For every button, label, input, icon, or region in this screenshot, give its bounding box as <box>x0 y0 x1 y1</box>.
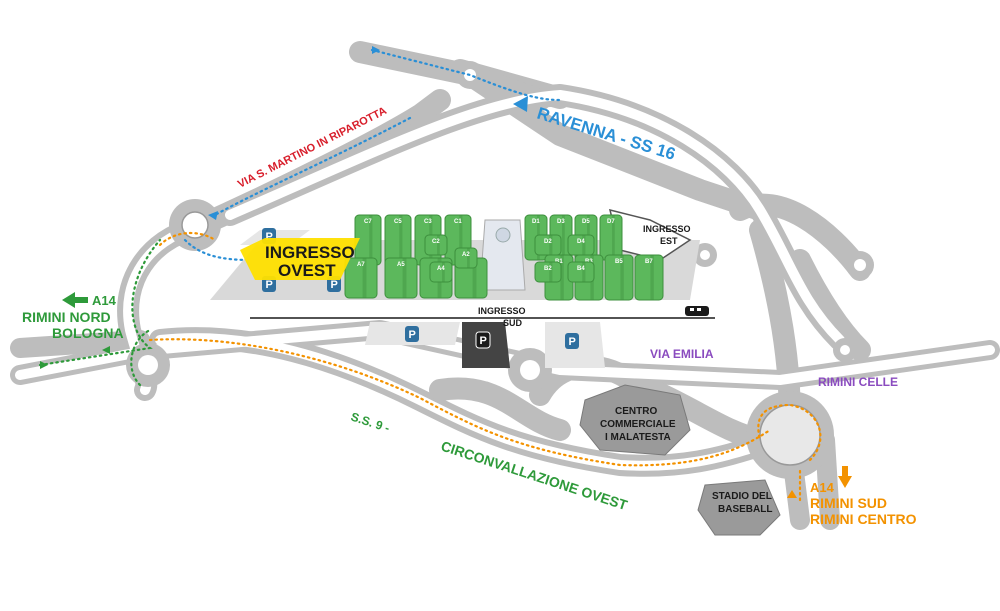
parking-icon: P <box>405 326 419 342</box>
hall-label: B4 <box>577 266 585 272</box>
hall-label: D7 <box>607 219 615 225</box>
hall-b4: B4 <box>567 261 595 283</box>
hall-d2: D2 <box>534 234 562 256</box>
label-centro-1: CENTRO <box>615 406 657 417</box>
hall-b2: B2 <box>534 261 562 283</box>
label-stadio-1: STADIO DEL <box>712 491 772 502</box>
hall-label: D2 <box>544 239 552 245</box>
hall-c7: C7 <box>354 214 382 266</box>
label-a14-nord-2: BOLOGNA <box>52 325 124 341</box>
hall-label: B5 <box>615 259 623 265</box>
parking-icon-dark: P <box>475 331 491 349</box>
hall-b5: B5 <box>604 254 634 301</box>
a14-nord-arrow-icon <box>62 292 75 308</box>
hall-a5: A5 <box>384 257 418 299</box>
label-ingresso-ovest-2: OVEST <box>278 261 336 280</box>
hall-label: D5 <box>582 219 590 225</box>
label-a14-nord-code: A14 <box>92 293 117 308</box>
hall-d4: D4 <box>567 234 595 256</box>
hall-label: A5 <box>397 262 405 268</box>
arrow-blue-icon <box>208 211 218 220</box>
hall-label: A2 <box>462 252 470 258</box>
label-a14-nord-1: RIMINI NORD <box>22 309 111 325</box>
hall-label: D1 <box>532 219 540 225</box>
arrow-orange-icon <box>787 490 797 498</box>
label-ingresso-est-1: INGRESSO <box>643 224 691 234</box>
hall-label: B7 <box>645 259 653 265</box>
arrow-green-icon <box>40 361 48 369</box>
hall-a2: A2 <box>454 247 478 269</box>
svg-text:P: P <box>266 279 273 291</box>
label-centro-3: I MALATESTA <box>605 432 671 443</box>
parking-icon: P <box>565 333 579 349</box>
stadio-baseball <box>697 479 781 536</box>
hall-label: A4 <box>437 266 445 272</box>
label-via-emilia: VIA EMILIA <box>650 347 714 361</box>
label-a14-sud-code: A14 <box>810 480 835 495</box>
svg-text:P: P <box>409 329 416 341</box>
hall-label: D3 <box>557 219 565 225</box>
hall-label: C2 <box>432 239 440 245</box>
hall-label: B1 <box>555 259 563 265</box>
label-ss9: S.S. 9 - <box>349 410 391 436</box>
label-ingresso-sud-2: SUD <box>503 318 523 328</box>
arrow-green-icon <box>102 346 110 354</box>
hall-a4: A4 <box>429 261 453 283</box>
hall-label: C7 <box>364 219 372 225</box>
halls-row-bottom: A7A5A3A1B1B3B5B7C2A4A2D2D4B2B4 <box>344 234 664 301</box>
hall-label: C5 <box>394 219 402 225</box>
a14-sud-arrow-icon <box>838 476 852 488</box>
svg-text:P: P <box>480 335 487 347</box>
label-centro-2: COMMERCIALE <box>600 419 676 430</box>
train-icon <box>685 306 709 316</box>
hall-d7: D7 <box>599 214 623 261</box>
hall-b7: B7 <box>634 254 664 301</box>
route-arrows <box>40 46 852 498</box>
hall-c2: C2 <box>424 234 448 256</box>
landmarks <box>579 384 781 536</box>
hall-label: C1 <box>454 219 462 225</box>
label-ingresso-ovest-1: INGRESSO <box>265 243 355 262</box>
label-ingresso-sud-1: INGRESSO <box>478 306 526 316</box>
ravenna-arrow-icon <box>513 96 528 112</box>
label-a14-sud-2: RIMINI CENTRO <box>810 511 917 527</box>
label-rimini-celle: RIMINI CELLE <box>818 375 898 389</box>
centro-commerciale <box>579 384 691 456</box>
hall-label: A7 <box>357 262 365 268</box>
ingresso-ovest-highlight <box>240 238 360 280</box>
label-ingresso-est-2: EST <box>660 236 678 246</box>
hall-label: B2 <box>544 266 552 272</box>
hall-label: C3 <box>424 219 432 225</box>
hall-label: D4 <box>577 239 585 245</box>
label-a14-sud-1: RIMINI SUD <box>810 495 887 511</box>
svg-text:P: P <box>266 231 273 243</box>
label-stadio-2: BASEBALL <box>718 504 772 515</box>
svg-text:P: P <box>331 279 338 291</box>
route-dots <box>38 48 822 502</box>
arrow-blue-icon <box>372 46 380 54</box>
hall-a7: A7 <box>344 257 378 299</box>
parking-badges: P P P P P P <box>262 228 579 349</box>
svg-text:P: P <box>569 336 576 348</box>
